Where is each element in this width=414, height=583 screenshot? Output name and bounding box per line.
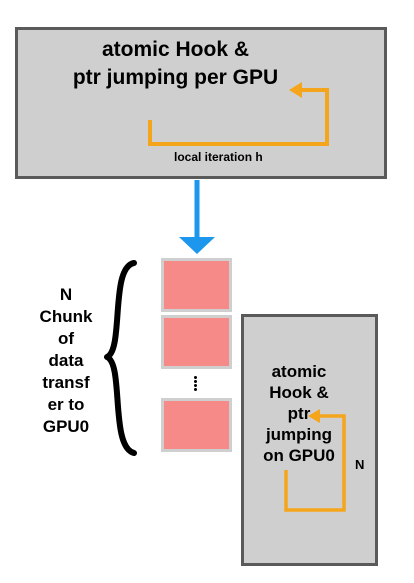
chunk-transfer-label-line: Chunk (39, 307, 93, 326)
gpu0-iteration-count-label: N (355, 457, 365, 472)
ellipsis-dots (193, 376, 199, 394)
per-gpu-process-label-line-2: ptr jumping per GPU (72, 66, 279, 89)
gpu0-process-box (241, 314, 378, 566)
chunk-transfer-label-line: er to (47, 395, 85, 414)
chunk-transfer-label-line: N (59, 285, 73, 304)
gpu0-process-label-line: ptr (287, 404, 311, 423)
gpu0-process-label-line: atomic (271, 362, 327, 381)
gpu0-loop-arrow (284, 414, 346, 512)
local-iteration-label: local iteration h (174, 150, 263, 164)
gpu0-process-label-line: jumping (265, 425, 333, 444)
data-chunk (161, 258, 232, 312)
chunk-transfer-label-line: GPU0 (42, 417, 90, 436)
chunk-transfer-label-line: data (48, 351, 84, 370)
gpu0-process-label-line: on GPU0 (263, 446, 335, 465)
top-loop-arrow (148, 88, 329, 146)
down-arrow-head (179, 237, 215, 254)
gpu0-loop-arrowhead (308, 409, 320, 423)
chunk-transfer-label-line: transf (42, 373, 90, 392)
left-curly-brace (104, 260, 137, 456)
top-loop-arrowhead (289, 82, 302, 98)
data-chunk (161, 398, 232, 452)
data-chunk (161, 315, 232, 369)
chunk-transfer-label-line: of (57, 329, 75, 348)
per-gpu-process-label-line-1: atomic Hook & (101, 38, 250, 61)
chunk-transfer-label: N Chunk of data transf er to GPU0 (26, 284, 106, 438)
gpu0-process-label-line: Hook & (269, 383, 329, 402)
per-gpu-process-label: atomic Hook & ptr jumping per GPU (48, 36, 303, 92)
gpu0-process-label: atomic Hook & ptr jumping on GPU0 (250, 361, 348, 466)
